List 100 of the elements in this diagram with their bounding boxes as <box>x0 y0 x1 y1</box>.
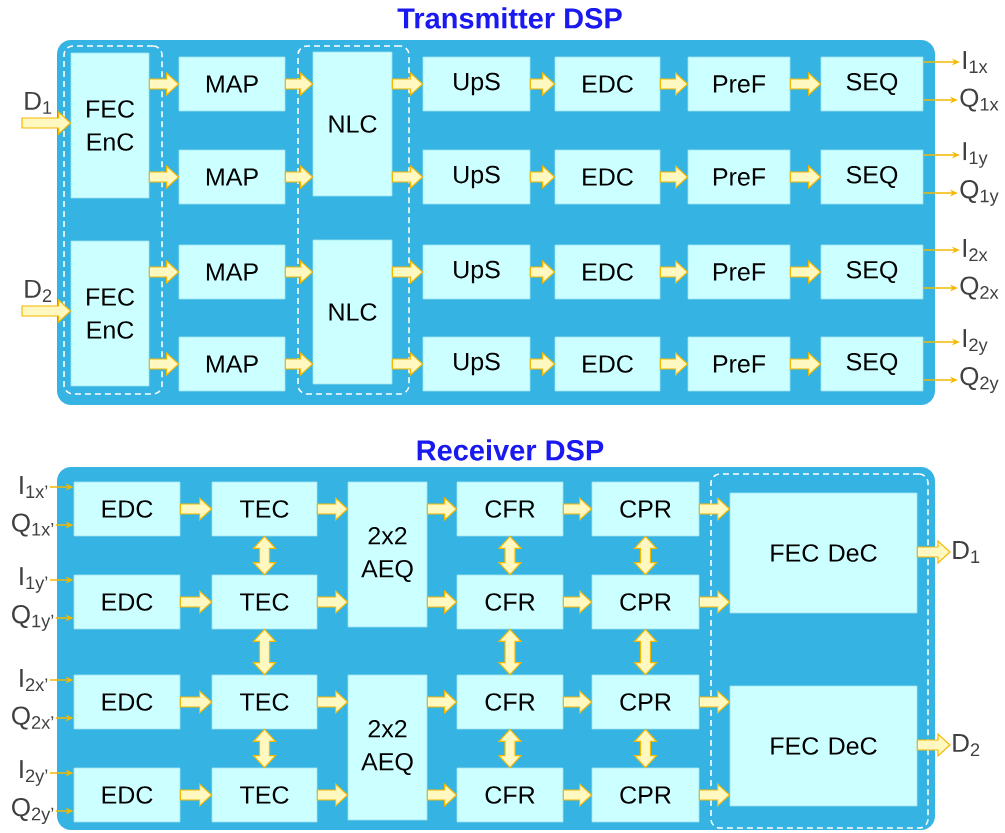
process-box: CFR <box>456 674 564 730</box>
process-box: FEC EnC <box>70 52 150 199</box>
block-arrow <box>284 164 314 190</box>
process-box: CPR <box>591 574 700 630</box>
block-arrow <box>789 259 822 285</box>
block-arrow <box>426 689 458 715</box>
signal-label: Q$_{2x}$ <box>960 276 999 300</box>
process-box: PreF <box>687 149 791 205</box>
block-arrow <box>426 496 458 522</box>
block-arrow <box>497 628 523 676</box>
signal-label: D$_{2}$ <box>953 734 980 756</box>
block-arrow <box>497 535 523 576</box>
process-box: FEC DeC <box>729 492 918 614</box>
dashed-group-box <box>710 473 929 829</box>
panel-title: Transmitter DSP <box>397 7 622 29</box>
process-box: TEC <box>211 674 318 730</box>
process-box: EDC <box>73 674 181 730</box>
process-box: MAP <box>178 149 286 205</box>
process-box: MAP <box>178 336 286 392</box>
process-box: MAP <box>178 56 286 112</box>
process-box: 2x2 AEQ <box>347 674 428 821</box>
process-box: EDC <box>554 149 661 205</box>
process-box: SEQ <box>820 56 924 112</box>
block-arrow <box>562 689 593 715</box>
block-arrow <box>659 351 689 377</box>
process-box: UpS <box>422 56 531 112</box>
process-box: UpS <box>422 149 531 205</box>
process-box: CPR <box>591 481 700 537</box>
process-box: SEQ <box>820 336 924 392</box>
block-arrow <box>316 689 349 715</box>
block-arrow <box>391 351 424 377</box>
signal-label: D$_{2}$ <box>25 279 52 302</box>
block-arrow <box>659 259 689 285</box>
block-arrow <box>529 164 556 190</box>
process-box: MAP <box>178 244 286 300</box>
block-arrow <box>391 259 424 285</box>
block-arrow <box>252 535 277 576</box>
block-arrow <box>21 110 72 136</box>
block-arrow <box>179 782 213 808</box>
dashed-group-box <box>63 45 163 395</box>
signal-label: I$_{2y’}$ <box>20 760 48 786</box>
block-arrow <box>426 589 458 615</box>
signal-label: I$_{2y}$ <box>963 329 988 355</box>
block-arrow <box>698 689 731 715</box>
signal-label: I$_{1x}$ <box>963 51 988 73</box>
process-box: CPR <box>591 767 700 823</box>
block-arrow <box>148 164 180 190</box>
process-box: CFR <box>456 481 564 537</box>
signal-label: Q$_{1y’}$ <box>12 605 54 631</box>
block-arrow <box>789 164 822 190</box>
block-arrow <box>21 298 72 324</box>
block-arrow <box>148 71 180 97</box>
block-arrow <box>148 259 180 285</box>
block-arrow <box>316 496 349 522</box>
signal-label: I$_{1x’}$ <box>20 476 48 498</box>
block-arrow <box>284 351 314 377</box>
process-box: EDC <box>554 56 661 112</box>
signal-label: D$_{1}$ <box>25 91 52 114</box>
process-box: UpS <box>422 244 531 300</box>
process-box: TEC <box>211 481 318 537</box>
block-arrow <box>179 496 213 522</box>
signal-label: I$_{1y’}$ <box>20 567 48 593</box>
block-arrow <box>529 71 556 97</box>
process-box: CFR <box>456 767 564 823</box>
block-arrow <box>391 71 424 97</box>
process-box: NLC <box>312 51 393 197</box>
block-arrow <box>316 589 349 615</box>
process-box: SEQ <box>820 244 924 300</box>
block-arrow <box>562 782 593 808</box>
signal-label: Q$_{1y}$ <box>960 180 999 206</box>
process-box: TEC <box>211 574 318 630</box>
block-arrow <box>633 628 658 676</box>
process-box: EDC <box>554 336 661 392</box>
block-arrow <box>659 71 689 97</box>
process-box: UpS <box>422 336 531 392</box>
block-arrow <box>916 732 951 758</box>
process-box: CFR <box>456 574 564 630</box>
block-arrow <box>316 782 349 808</box>
process-box: EDC <box>73 481 181 537</box>
block-arrow <box>284 259 314 285</box>
process-box: 2x2 AEQ <box>347 481 428 628</box>
block-arrow <box>633 728 658 769</box>
block-arrow <box>391 164 424 190</box>
block-arrow <box>529 351 556 377</box>
process-box: PreF <box>687 56 791 112</box>
block-arrow <box>562 589 593 615</box>
block-arrow <box>179 589 213 615</box>
process-box: TEC <box>211 767 318 823</box>
block-arrow <box>916 539 951 565</box>
panel-title: Receiver DSP <box>417 439 604 461</box>
block-arrow <box>148 351 180 377</box>
block-arrow <box>562 496 593 522</box>
process-box: EDC <box>73 574 181 630</box>
signal-label: I$_{1y}$ <box>963 142 988 168</box>
block-arrow <box>698 782 731 808</box>
block-arrow <box>698 589 731 615</box>
block-arrow <box>633 535 658 576</box>
signal-label: D$_{1}$ <box>953 541 980 563</box>
process-box: EDC <box>73 767 181 823</box>
process-box: EDC <box>554 244 661 300</box>
